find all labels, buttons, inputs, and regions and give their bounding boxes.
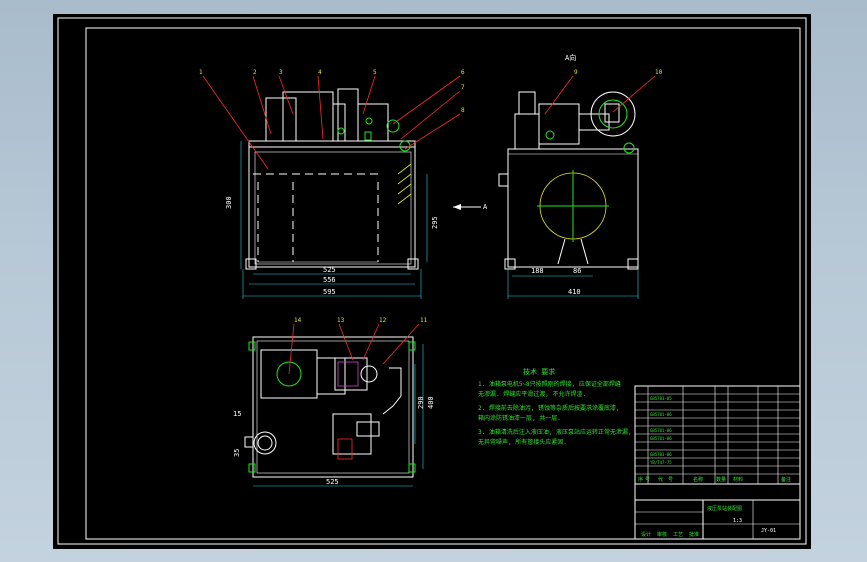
notes-title: 技术 要求: [523, 367, 555, 376]
hdr-seq: 序: [638, 476, 643, 483]
drawing-scale: 1:3: [733, 518, 742, 524]
note-line-5: 3. 油箱清洗后注入液压油, 液压泵站应运转正常无泄漏,: [478, 428, 632, 436]
side-motor-end: [590, 91, 636, 137]
dim-top-h1: 400: [427, 396, 435, 409]
dim-side-w: 410: [568, 288, 581, 296]
callout-1: 1: [199, 69, 203, 76]
outer-frame: [57, 17, 807, 545]
front-motor-left: [265, 97, 297, 142]
dim-front-height: 300: [225, 196, 233, 209]
footer-process: 工艺: [673, 532, 683, 538]
front-valve: [357, 103, 389, 142]
dim-top-w: 525: [326, 478, 339, 486]
title-block: GB5783-85 GB5781-86 GB5781-86 GB5781-86 …: [634, 385, 801, 540]
top-tank: [252, 336, 414, 478]
callout-14: 14: [294, 317, 302, 324]
front-tank: [248, 146, 416, 268]
hdr-qty: 数量: [716, 476, 726, 483]
side-tank: [507, 148, 639, 268]
arrow-label: A: [483, 203, 488, 211]
callout-2: 2: [253, 69, 257, 76]
inner-frame: [85, 27, 801, 540]
drawing-name: 液压泵站装配图: [707, 505, 742, 512]
callout-11: 11: [420, 317, 428, 324]
callout-labels: 1 2 3 4 5 6 7 8 9 10 11 12 13 14: [199, 69, 663, 324]
top-pump: [334, 357, 368, 391]
hdr-remark: 备注: [781, 476, 791, 483]
part-code-6: YB/T47-75: [650, 460, 672, 465]
callout-12: 12: [379, 317, 387, 324]
dim-top-h2: 290: [417, 396, 425, 409]
callout-3: 3: [279, 69, 283, 76]
dim-side-d2: 86: [573, 267, 581, 275]
footer-approve: 批准: [689, 531, 699, 538]
footer-design: 设计: [641, 531, 651, 538]
top-view: 525 400 290 15 35: [233, 336, 435, 487]
footer-review: 审核: [657, 531, 667, 538]
hdr-no: 号: [645, 477, 650, 483]
front-motor: [282, 91, 334, 142]
hdr-code2: 号: [668, 477, 673, 483]
callout-6: 6: [461, 69, 465, 76]
technical-notes: 技术 要求 1. 油箱泵电机5~8只按照刚的焊接, 应保证全部焊缝 无渗漏. 焊…: [478, 367, 632, 446]
callout-8: 8: [461, 107, 465, 114]
drawing-number: JY-01: [761, 528, 776, 534]
dim-front-w2: 556: [323, 276, 336, 284]
hydraulic-station-drawing: 300 295 525 556 595 A A向: [57, 17, 807, 545]
callout-leaders: [202, 75, 656, 375]
part-code-1: GB5783-85: [650, 396, 672, 401]
note-line-2: 无渗漏. 焊缝应平滑过渡, 不允许焊渣.: [478, 390, 586, 398]
dim-top-small2: 35: [233, 449, 241, 457]
side-pump: [538, 103, 580, 145]
callout-10: 10: [655, 69, 663, 76]
note-line-1: 1. 油箱泵电机5~8只按照刚的焊接, 应保证全部焊缝: [478, 380, 621, 388]
callout-13: 13: [337, 317, 345, 324]
front-pump: [337, 88, 359, 142]
note-line-4: 箱内涂防锈油漆一层, 共一层.: [478, 414, 561, 422]
hdr-material: 材料: [733, 476, 743, 483]
part-code-5: GB5783-86: [650, 452, 672, 457]
side-view: A向 188 86 410: [498, 53, 639, 299]
part-code-4: GB5781-86: [650, 436, 672, 441]
hdr-name: 名称: [693, 476, 703, 483]
part-code-3: GB5781-86: [650, 428, 672, 433]
dim-front-w1: 525: [323, 266, 336, 274]
cad-drawing-canvas: 300 295 525 556 595 A A向: [53, 14, 811, 549]
top-filler-cap: [253, 431, 277, 455]
callout-4: 4: [318, 69, 322, 76]
dim-top-small1: 15: [233, 410, 241, 418]
part-code-2: GB5781-86: [650, 412, 672, 417]
dim-front-w3: 595: [323, 288, 336, 296]
view-label-a: A向: [565, 53, 576, 62]
hdr-code1: 代: [658, 476, 663, 483]
callout-5: 5: [373, 69, 377, 76]
note-line-6: 无异常噪声, 所有管接头应紧固.: [478, 438, 567, 446]
dim-side-d1: 188: [531, 267, 544, 275]
callout-9: 9: [574, 69, 578, 76]
front-view: 300 295 525 556 595: [225, 88, 439, 299]
note-line-3: 2. 焊接前去除油污, 锈蚀等杂质后按要求涂覆底漆,: [478, 404, 620, 412]
dim-front-side: 295: [431, 216, 439, 229]
callout-7: 7: [461, 84, 465, 91]
